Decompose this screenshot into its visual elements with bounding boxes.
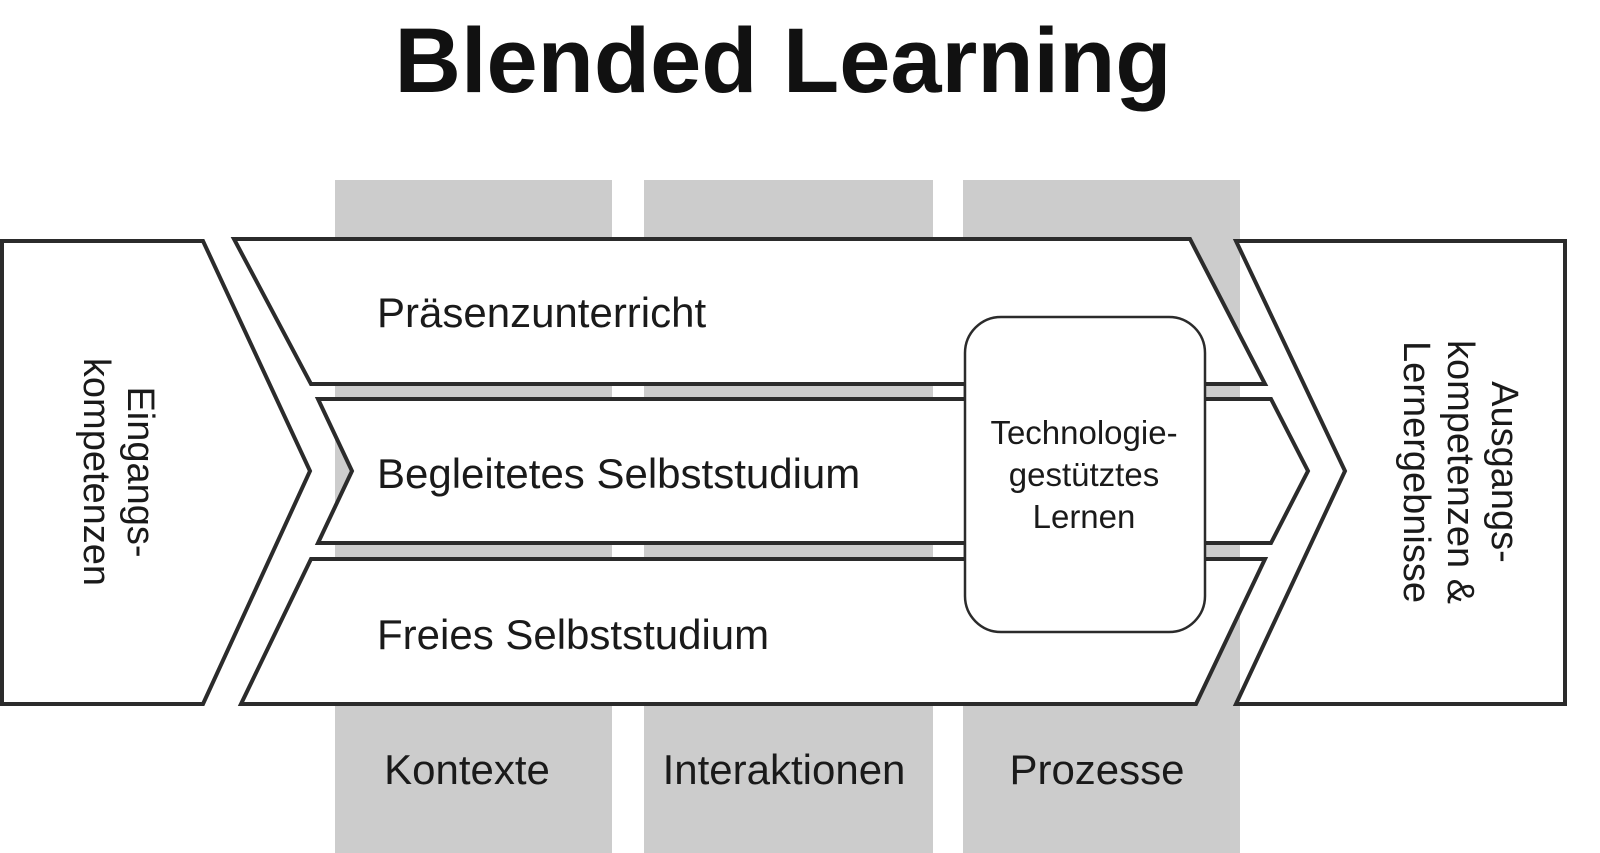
output-label-line1: Ausgangs- — [1483, 381, 1525, 563]
output-label: Ausgangs- kompetenzen & Lernergebnisse — [1395, 340, 1525, 604]
input-label-line2: kompetenzen — [75, 358, 117, 586]
input-label-line1: Eingangs- — [119, 386, 161, 557]
technology-line3: Lernen — [1033, 498, 1136, 535]
input-label: Eingangs- kompetenzen — [75, 358, 161, 586]
column-label: Prozesse — [1009, 746, 1184, 793]
column-label: Kontexte — [384, 746, 550, 793]
technology-line2: gestütztes — [1009, 456, 1159, 493]
output-chevron — [1232, 239, 1567, 706]
band-label: Freies Selbststudium — [377, 611, 769, 658]
technology-line1: Technologie- — [990, 414, 1177, 451]
band-label: Präsenzunterricht — [377, 289, 706, 336]
technology-box — [963, 315, 1207, 634]
output-label-line2: kompetenzen & — [1439, 340, 1481, 604]
column-label: Interaktionen — [663, 746, 906, 793]
diagram-title: Blended Learning — [395, 10, 1172, 112]
output-label-line3: Lernergebnisse — [1395, 341, 1437, 603]
band-label: Begleitetes Selbststudium — [377, 450, 860, 497]
input-chevron — [0, 239, 313, 706]
